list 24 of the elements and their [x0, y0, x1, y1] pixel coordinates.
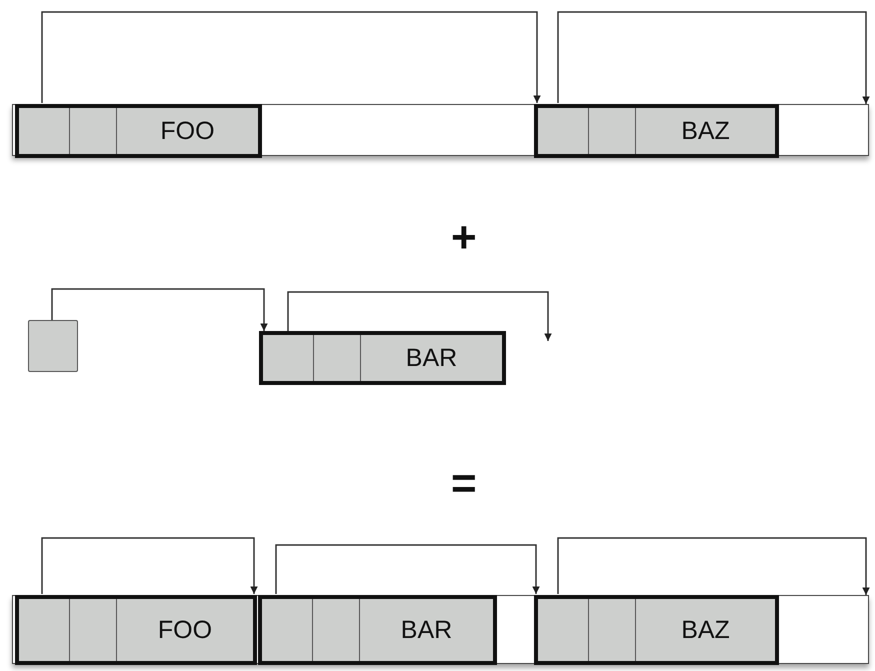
arrow: [557, 11, 870, 104]
memory-block: [534, 595, 779, 665]
operator-sign: +: [451, 216, 477, 260]
small-block: [28, 320, 78, 372]
arrow: [287, 291, 552, 341]
arrow: [275, 544, 540, 594]
arrow: [557, 537, 870, 595]
buffer-strip: [12, 595, 869, 664]
memory-block: [15, 595, 257, 665]
arrow: [51, 288, 268, 331]
buffer-strip: [12, 104, 869, 156]
arrow: [41, 537, 258, 594]
memory-block: [15, 104, 262, 158]
block-label: FOO: [156, 614, 214, 646]
block-label: BAR: [400, 614, 454, 646]
block-label: BAZ: [680, 614, 731, 646]
memory-block: [258, 595, 497, 665]
memory-block: [259, 331, 506, 385]
operator-sign: =: [451, 462, 477, 506]
block-label: BAZ: [680, 116, 731, 146]
block-label: BAR: [404, 342, 458, 374]
arrow: [41, 11, 541, 103]
memory-block: [534, 104, 779, 158]
block-label: FOO: [159, 116, 216, 146]
